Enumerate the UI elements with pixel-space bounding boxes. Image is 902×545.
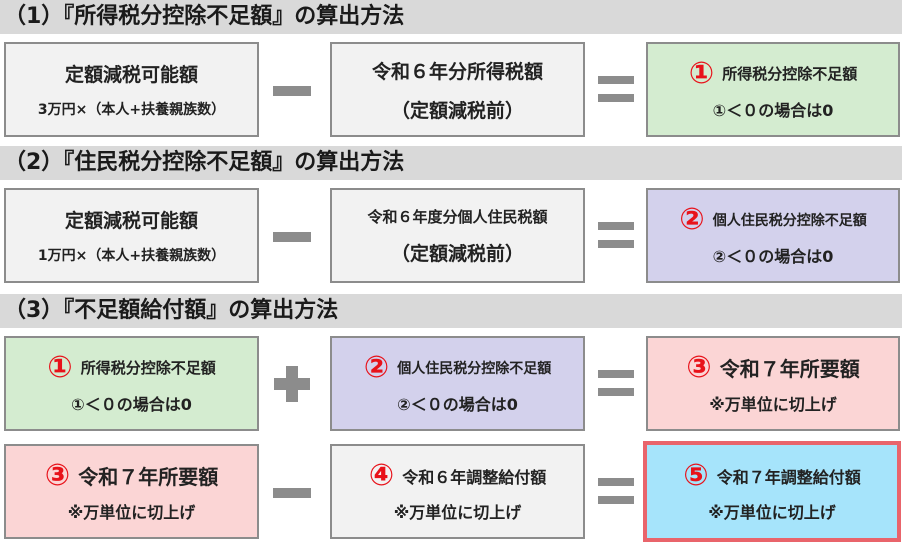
s3-r2-box-a-line2: ※万単位に切上げ (67, 502, 196, 522)
s3-r2-box-a-line1: 令和７年所要額 (78, 465, 219, 489)
s3-income-tax-shortfall-box: ① 所得税分控除不足額 ①＜０の場合は0 (4, 336, 259, 431)
plus-operator (274, 366, 310, 402)
equals-operator (598, 370, 634, 398)
s1-income-tax-shortfall-box: ① 所得税分控除不足額 ①＜０の場合は0 (646, 42, 900, 137)
s3-resident-tax-shortfall-box: ② 個人住民税分控除不足額 ②＜０の場合は0 (330, 336, 585, 431)
s1-box-c-line2: ①＜０の場合は0 (712, 100, 834, 120)
s3-r6-adjustment-benefit-box: ④ 令和６年調整給付額 ※万単位に切上げ (330, 444, 585, 539)
s1-box-a-line1: 定額減税可能額 (64, 64, 198, 86)
s3-r2-box-b-line2: ※万単位に切上げ (393, 502, 522, 522)
s1-box-b-line2: （定額減税前） (390, 99, 524, 122)
s1-deduction-capacity-box: 定額減税可能額 3万円×（本人+扶養親族数） (4, 42, 259, 137)
circled-number-1: ① (688, 55, 715, 91)
s1-income-tax-box: 令和６年分所得税額 （定額減税前） (330, 42, 585, 137)
s2-box-a-line1: 定額減税可能額 (64, 210, 198, 232)
s2-box-b-line1: 令和６年度分個人住民税額 (367, 207, 548, 226)
s3-r1-box-b-line1: 個人住民税分控除不足額 (397, 360, 552, 377)
s1-box-b-line1: 令和６年分所得税額 (371, 60, 543, 83)
section2-title: （2）『住民税分控除不足額』の算出方法 (0, 146, 902, 180)
circled-number-4: ④ (368, 457, 395, 493)
s3-r2-box-c-line2: ※万単位に切上げ (708, 502, 836, 522)
s2-resident-tax-shortfall-box: ② 個人住民税分控除不足額 ②＜０の場合は0 (646, 188, 900, 283)
circled-number-2: ② (679, 201, 705, 237)
s1-box-c-line1: 所得税分控除不足額 (722, 65, 858, 83)
s2-box-c-line2: ②＜０の場合は0 (712, 246, 834, 266)
circled-number-5: ⑤ (683, 457, 709, 493)
s2-box-b-line2: （定額減税前） (390, 242, 524, 265)
s3-r1-box-a-line2: ①＜０の場合は0 (71, 394, 192, 414)
s3-r7-adjustment-benefit-box: ⑤ 令和７年調整給付額 ※万単位に切上げ (643, 441, 901, 542)
minus-operator (273, 232, 311, 242)
s3-r1-box-c-line1: 令和７年所要額 (719, 357, 860, 381)
s2-resident-tax-box: 令和６年度分個人住民税額 （定額減税前） (330, 188, 585, 283)
section1-title: （1）『所得税分控除不足額』の算出方法 (0, 0, 902, 34)
s3-r2-box-c-line1: 令和７年調整給付額 (716, 467, 861, 487)
equals-operator (598, 478, 634, 506)
s3-r1-box-a-line1: 所得税分控除不足額 (80, 359, 216, 377)
s2-box-a-line2: 1万円×（本人+扶養親族数） (37, 248, 226, 264)
s3-r7-required-amount-box: ③ 令和７年所要額 ※万単位に切上げ (646, 336, 900, 431)
equals-operator (598, 222, 634, 250)
s1-box-a-line2: 3万円×（本人+扶養親族数） (37, 102, 226, 118)
equals-operator (598, 76, 634, 104)
circled-number-3: ③ (686, 349, 712, 385)
circled-number-1: ① (47, 349, 73, 385)
circled-number-2: ② (363, 349, 390, 385)
section3-title: （3）『不足額給付額』の算出方法 (0, 294, 902, 328)
s3-r1-box-b-line2: ②＜０の場合は0 (397, 394, 518, 414)
s2-box-c-line1: 個人住民税分控除不足額 (712, 212, 867, 229)
s3-r7-required-amount-box: ③ 令和７年所要額 ※万単位に切上げ (4, 444, 259, 539)
s3-r2-box-b-line1: 令和６年調整給付額 (402, 467, 547, 487)
s3-r1-box-c-line2: ※万単位に切上げ (709, 394, 837, 414)
s2-deduction-capacity-box: 定額減税可能額 1万円×（本人+扶養親族数） (4, 188, 259, 283)
minus-operator (273, 86, 311, 96)
circled-number-3: ③ (44, 457, 71, 493)
minus-operator (273, 488, 311, 498)
